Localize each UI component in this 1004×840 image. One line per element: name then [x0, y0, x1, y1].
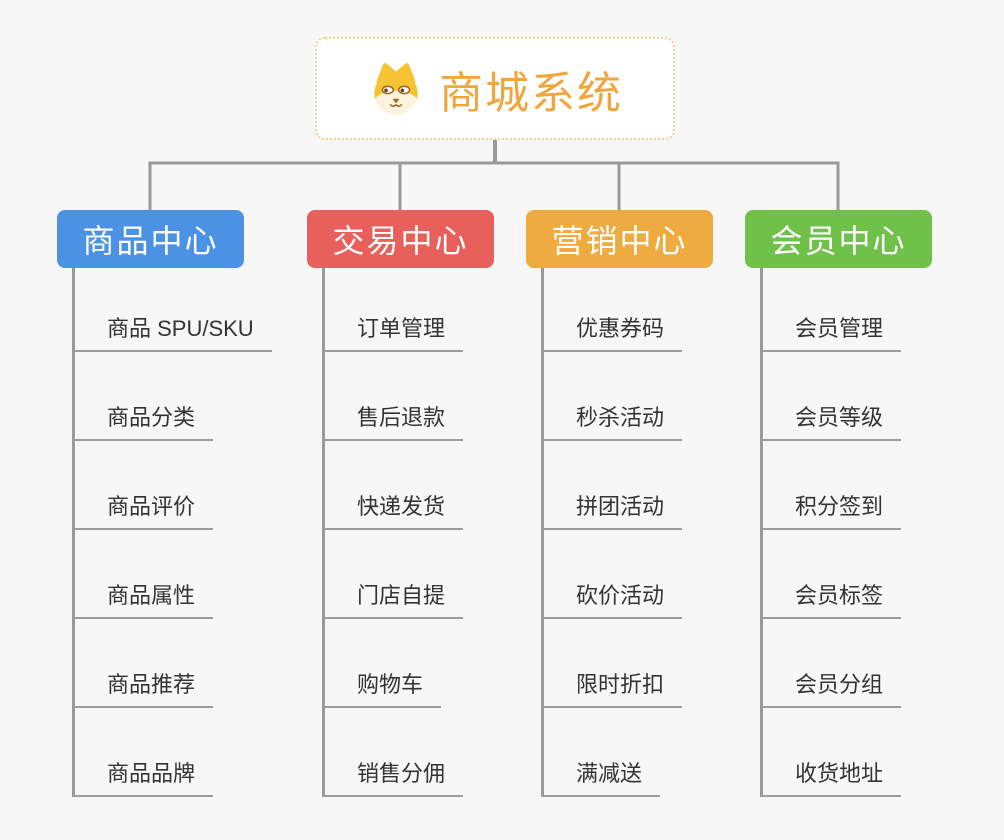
branch-item[interactable]: 收货地址 — [760, 759, 902, 797]
branch-items-trade-center: 订单管理售后退款快递发货门店自提购物车销售分佣 — [322, 268, 572, 797]
branch-item[interactable]: 砍价活动 — [541, 581, 683, 619]
dog-face-icon — [374, 62, 418, 114]
branch-header-marketing-center[interactable]: 营销中心 — [526, 210, 713, 268]
branch-item[interactable]: 会员管理 — [760, 314, 902, 352]
branch-item[interactable]: 商品品牌 — [72, 759, 214, 797]
branch-item[interactable]: 商品属性 — [72, 581, 214, 619]
root-title: 商城系统 — [439, 68, 623, 118]
branch-item[interactable]: 商品 SPU/SKU — [72, 314, 272, 352]
branch-item[interactable]: 商品评价 — [72, 492, 214, 530]
branch-item[interactable]: 商品分类 — [72, 403, 214, 441]
branch-item[interactable]: 限时折扣 — [541, 670, 683, 708]
branch-items-member-center: 会员管理会员等级积分签到会员标签会员分组收货地址 — [760, 268, 1004, 797]
branch-item[interactable]: 满减送 — [541, 759, 661, 797]
branch-header-trade-center[interactable]: 交易中心 — [307, 210, 494, 268]
root-node[interactable]: 商城系统 — [315, 37, 675, 140]
branch-item[interactable]: 秒杀活动 — [541, 403, 683, 441]
branch-item[interactable]: 快递发货 — [322, 492, 464, 530]
branch-item[interactable]: 会员分组 — [760, 670, 902, 708]
branch-item[interactable]: 销售分佣 — [322, 759, 464, 797]
branch-item[interactable]: 优惠券码 — [541, 314, 683, 352]
branch-items-marketing-center: 优惠券码秒杀活动拼团活动砍价活动限时折扣满减送 — [541, 268, 791, 797]
branch-item[interactable]: 会员标签 — [760, 581, 902, 619]
branch-item[interactable]: 会员等级 — [760, 403, 902, 441]
branch-item[interactable]: 售后退款 — [322, 403, 464, 441]
branch-item[interactable]: 拼团活动 — [541, 492, 683, 530]
branch-items-product-center: 商品 SPU/SKU 商品分类商品评价商品属性商品推荐商品品牌 — [72, 268, 322, 797]
branch-item[interactable]: 商品推荐 — [72, 670, 214, 708]
branch-item[interactable]: 积分签到 — [760, 492, 902, 530]
branch-header-member-center[interactable]: 会员中心 — [745, 210, 932, 268]
branch-item[interactable]: 购物车 — [322, 670, 442, 708]
branch-item[interactable]: 门店自提 — [322, 581, 464, 619]
branch-item[interactable]: 订单管理 — [322, 314, 464, 352]
branch-header-product-center[interactable]: 商品中心 — [57, 210, 244, 268]
